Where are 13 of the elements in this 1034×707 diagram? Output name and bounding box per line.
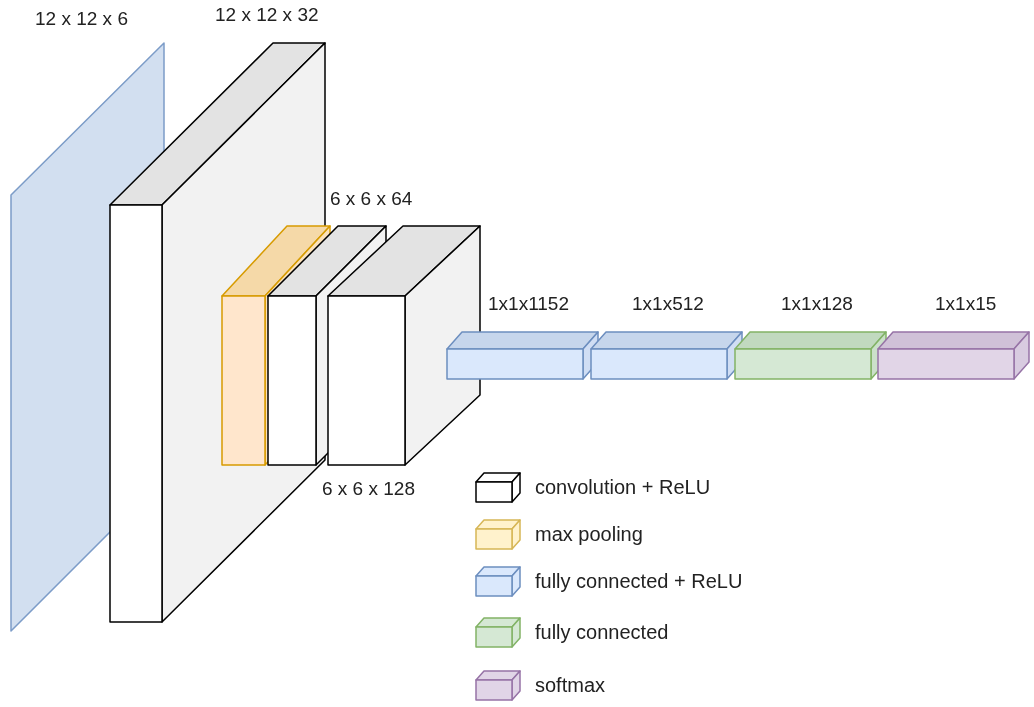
legend-label: max pooling (535, 523, 643, 546)
dimension-label: 1x1x512 (632, 293, 704, 315)
dimension-label: 1x1x15 (935, 293, 997, 315)
dimension-label: 12 x 12 x 6 (35, 8, 128, 30)
dimension-label: 12 x 12 x 32 (215, 4, 319, 26)
dimension-label: 6 x 6 x 64 (330, 188, 413, 210)
legend-label: softmax (535, 674, 606, 697)
legend-label: fully connected + ReLU (535, 570, 743, 593)
legend-label: convolution + ReLU (535, 476, 711, 499)
legend-label: fully connected (535, 621, 669, 644)
dimension-label: 1x1x128 (781, 293, 853, 315)
dimension-label: 1x1x1152 (488, 293, 569, 315)
dimension-label: 6 x 6 x 128 (322, 478, 415, 500)
